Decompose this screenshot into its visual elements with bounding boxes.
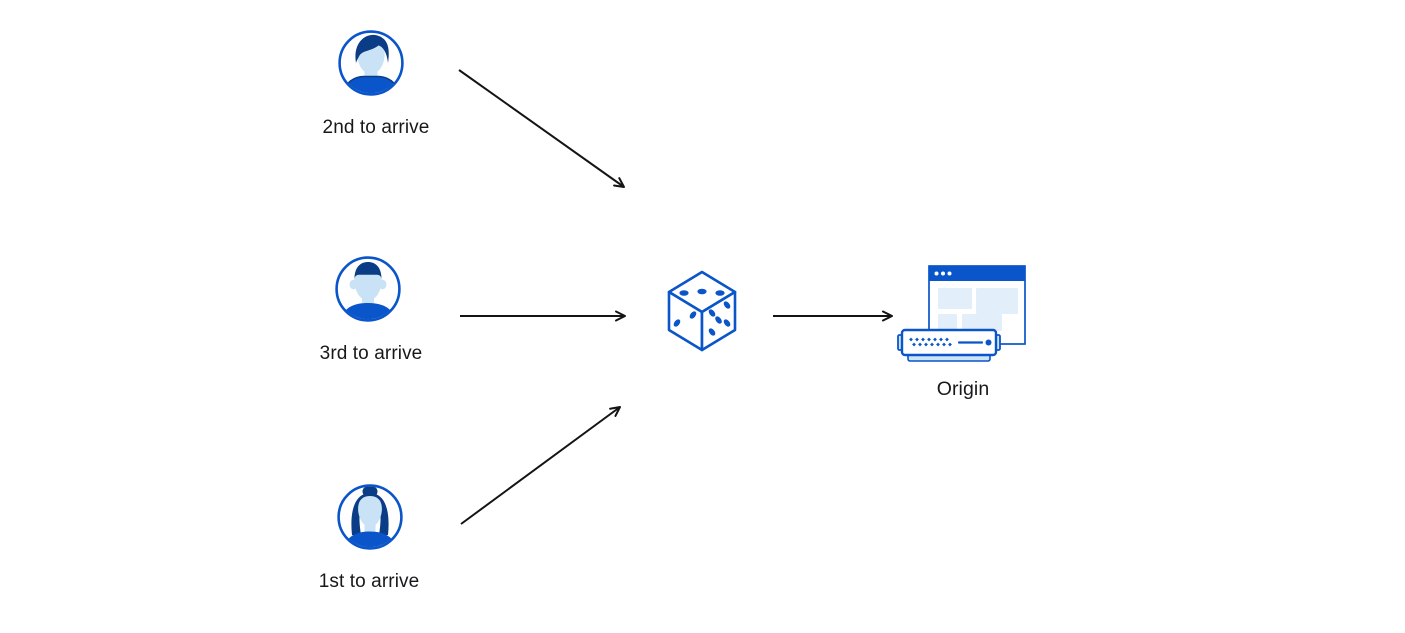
male-avatar-flat-hair-icon (335, 256, 401, 322)
visitor-bottom-label: 1st to arrive (318, 571, 420, 592)
female-avatar-bun-icon (337, 484, 403, 550)
male-avatar-swept-hair-icon (338, 30, 404, 96)
arrow-visitor-bottom-to-dice (460, 406, 621, 525)
origin-label: Origin (936, 378, 990, 400)
node-dice (667, 270, 737, 352)
visitor-top-label: 2nd to arrive (322, 117, 430, 138)
server-icon (897, 328, 1001, 362)
arrow-visitor-top-to-dice (458, 69, 625, 188)
dice-icon (667, 270, 737, 352)
origin-server-browser-icon (897, 265, 1026, 362)
node-visitor-middle (334, 255, 402, 323)
visitor-middle-label: 3rd to arrive (319, 343, 423, 364)
node-visitor-top (337, 29, 405, 97)
node-origin (897, 260, 1029, 366)
node-visitor-bottom (336, 483, 404, 551)
browser-window-icon (928, 265, 1026, 345)
